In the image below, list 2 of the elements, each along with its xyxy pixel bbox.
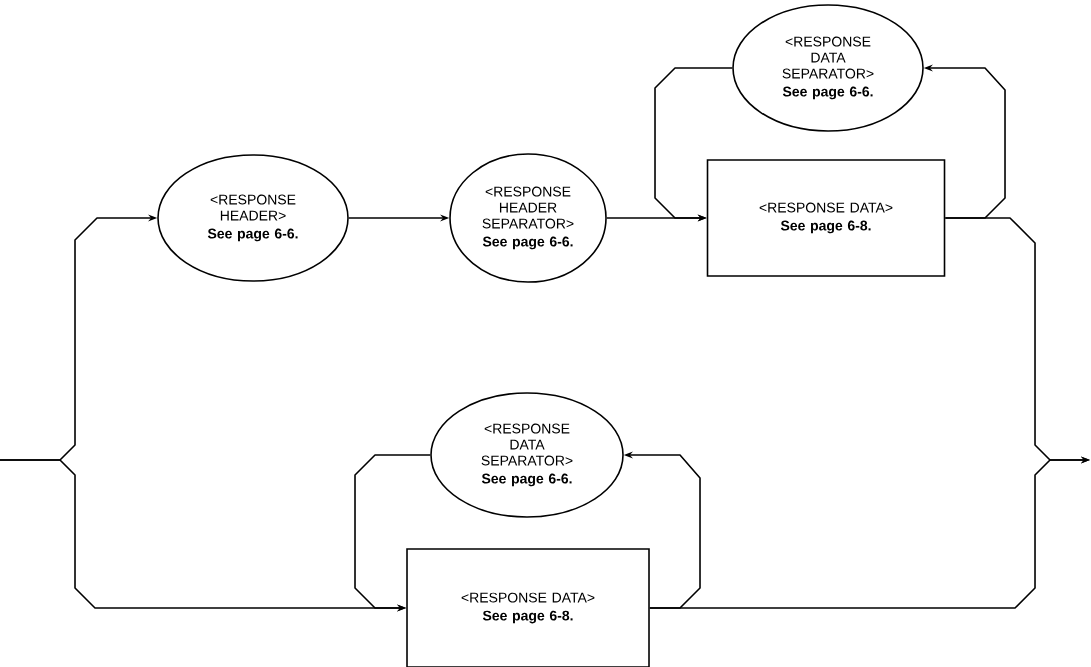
syntax-box: <RESPONSE DATA> See page 6-8. xyxy=(706,159,946,277)
syntax-box: <RESPONSE DATA> See page 6-8. xyxy=(406,548,650,667)
